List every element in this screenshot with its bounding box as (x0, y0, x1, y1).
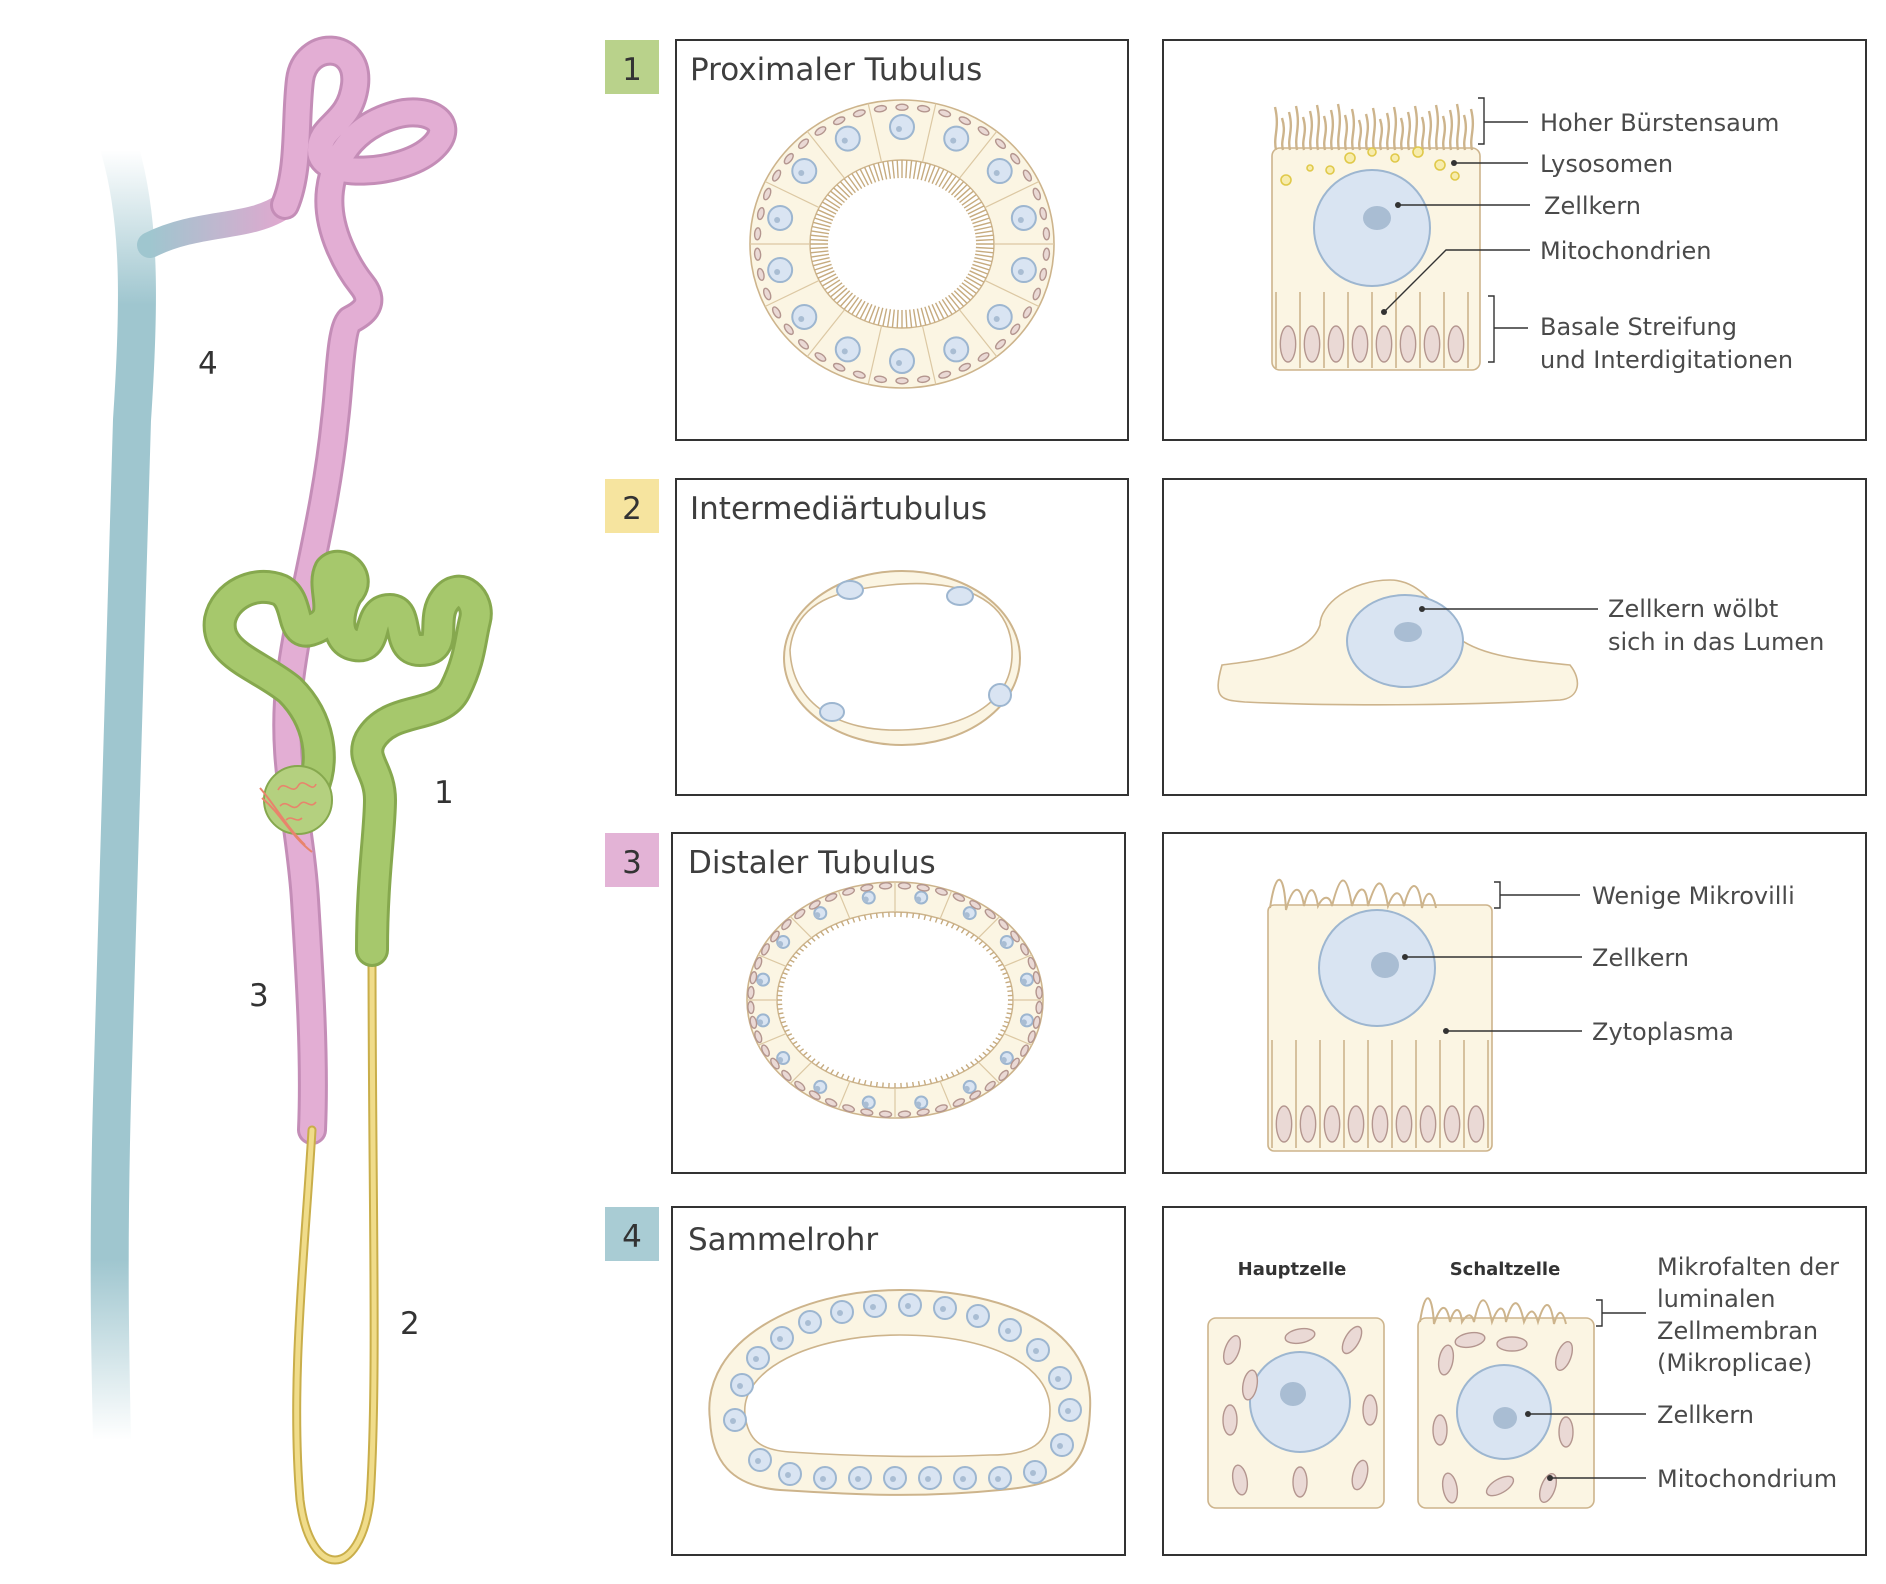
callout-nucleus-3: Zellkern (1592, 944, 1689, 972)
nephron-label-1: 1 (434, 775, 454, 811)
section-3-title: Distaler Tubulus (688, 845, 936, 881)
proximal-cell-panel (1162, 39, 1867, 441)
principal-cell (1207, 1317, 1385, 1509)
section-3-badge (605, 833, 659, 887)
few-microvilli (1269, 878, 1437, 911)
distal-cell (1267, 878, 1493, 1152)
callout-mitochondria-1: Mitochondrien (1540, 237, 1712, 265)
collecting-cross-section (708, 1288, 1092, 1496)
intermediate-cell (1217, 579, 1579, 706)
section-2-number: 2 (622, 491, 642, 527)
callout-nucleus-4: Zellkern (1657, 1401, 1754, 1429)
intermediate-cross-section (783, 570, 1021, 746)
glomerulus (259, 765, 333, 853)
callout-microfolds-1: Mikrofalten der (1657, 1253, 1839, 1281)
collecting-callouts: Mikrofalten der luminalen Zellmembran (M… (1525, 1253, 1839, 1493)
section-1-badge (605, 40, 659, 94)
callout-cytoplasm: Zytoplasma (1592, 1018, 1734, 1046)
section-2-title: Intermediärtubulus (690, 491, 987, 527)
proximal-tubule (202, 549, 493, 967)
distal-cell-panel (1162, 832, 1867, 1174)
callout-nucleus-1: Zellkern (1544, 192, 1641, 220)
callout-microfolds-4: (Mikroplicae) (1657, 1349, 1812, 1377)
lysosomes (1280, 146, 1460, 186)
nephron-label-3: 3 (249, 978, 269, 1014)
section-collecting-duct: 4 Sammelrohr Hauptzelle Schaltzelle Mikr… (605, 1206, 1867, 1556)
section-distal-tubule: 3 Distaler Tubulus Wenige Mikrovilli Zel… (605, 832, 1867, 1174)
callout-microfolds-2: luminalen (1657, 1285, 1776, 1313)
callout-microfolds-3: Zellmembran (1657, 1317, 1818, 1345)
section-2-badge (605, 479, 659, 533)
distal-tubule (270, 35, 458, 1145)
nephron-illustration: 4 1 3 2 (90, 35, 493, 1565)
callout-lysosomes: Lysosomen (1540, 150, 1673, 178)
section-1-title: Proximaler Tubulus (690, 52, 982, 88)
section-4-badge (605, 1207, 659, 1261)
section-4-title: Sammelrohr (688, 1222, 878, 1258)
nephron-label-4: 4 (198, 346, 218, 382)
section-proximal-tubule: 1 Proximaler Tubulus Hoher Bürstensaum L… (605, 39, 1867, 441)
distal-cross-section (746, 881, 1044, 1119)
callout-few-microvilli: Wenige Mikrovilli (1592, 882, 1795, 910)
intermediate-cell-panel (1162, 478, 1867, 796)
callout-into-lumen: sich in das Lumen (1608, 628, 1824, 656)
section-3-number: 3 (622, 845, 642, 881)
intermediate-cross-section-panel (675, 478, 1129, 796)
proximal-cross-section (749, 99, 1055, 389)
nephron-label-2: 2 (400, 1306, 420, 1342)
brush-border (1273, 103, 1475, 151)
callout-interdigitations: und Interdigitationen (1540, 346, 1793, 374)
proximal-cross-section-panel (675, 39, 1129, 441)
callout-mitochondrion: Mitochondrium (1657, 1465, 1837, 1493)
collecting-cell-panel (1162, 1206, 1867, 1556)
intercalated-cell (1417, 1297, 1595, 1509)
collecting-cross-section-panel (671, 1206, 1126, 1556)
section-4-number: 4 (622, 1219, 642, 1255)
intermediate-callouts: Zellkern wölbt sich in das Lumen (1419, 595, 1824, 656)
principal-cell-label: Hauptzelle (1238, 1259, 1347, 1280)
intercalated-cell-label: Schaltzelle (1450, 1259, 1561, 1280)
distal-callouts: Wenige Mikrovilli Zellkern Zytoplasma (1402, 881, 1795, 1046)
callout-brush-border: Hoher Bürstensaum (1540, 109, 1779, 137)
proximal-callouts: Hoher Bürstensaum Lysosomen Zellkern Mit… (1381, 97, 1793, 374)
connecting-tubule (137, 192, 298, 258)
collecting-duct (90, 131, 156, 1459)
intermediate-tubule (292, 945, 379, 1565)
section-1-number: 1 (622, 52, 642, 88)
callout-nucleus-bulge: Zellkern wölbt (1608, 595, 1778, 623)
distal-cross-section-panel (671, 832, 1126, 1174)
proximal-cell (1271, 103, 1481, 371)
microplicae (1419, 1297, 1567, 1326)
section-intermediate-tubule: 2 Intermediärtubulus Zellkern wölbt sich… (605, 478, 1867, 796)
callout-basal-striation: Basale Streifung (1540, 313, 1737, 341)
